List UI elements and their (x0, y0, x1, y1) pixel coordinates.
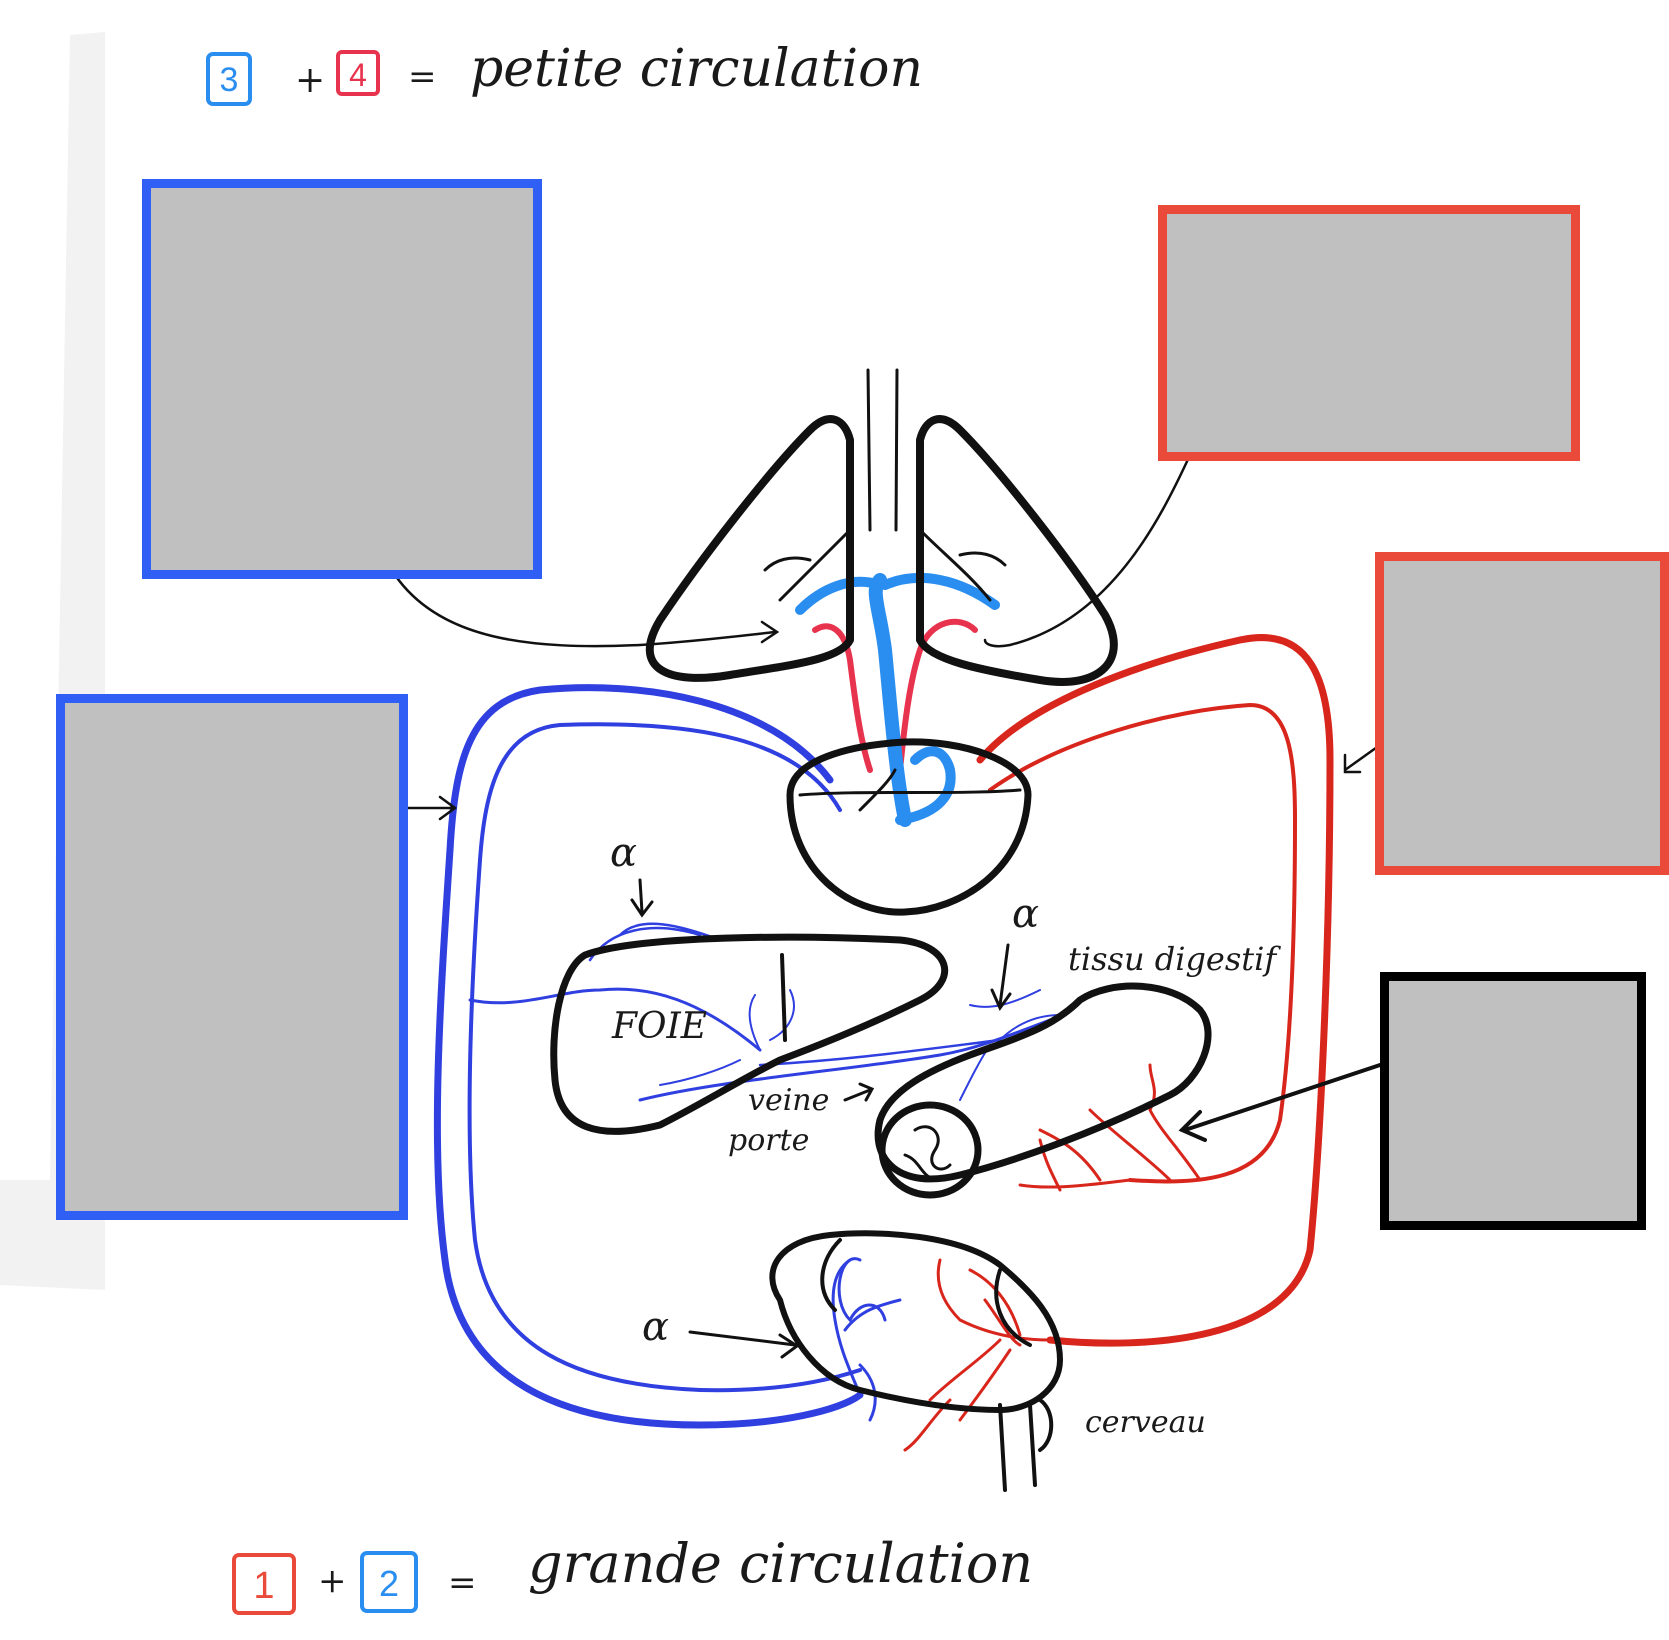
gut-arteries (1018, 1063, 1202, 1192)
brain-cerebellum (820, 1238, 1032, 1347)
legend-bottom-equals: = (448, 1563, 477, 1603)
brain-vein-top (837, 1257, 887, 1323)
trachea (866, 368, 899, 532)
portal-vein-inner (758, 1038, 1002, 1067)
heart (786, 738, 1032, 916)
brain-arteries (903, 1258, 1052, 1452)
digestive-tissue-label: tissu digestif (1068, 940, 1281, 978)
legend-top-equals: = (408, 57, 437, 97)
pointer-lines (393, 453, 1382, 1359)
answer-box-1[interactable] (1375, 552, 1669, 875)
pointer-box-3 (393, 573, 777, 648)
gut-vein-twigs (959, 989, 1061, 1101)
legend-bottom-box-2 (360, 1551, 418, 1613)
answer-box-4[interactable] (1158, 205, 1580, 461)
legend-bottom-plus: + (318, 1561, 347, 1601)
pulmonary-artery-loop (895, 746, 956, 825)
intestine (874, 982, 1212, 1183)
legend-top-num-3: 3 (220, 61, 239, 99)
liver-vein-twigs (659, 989, 795, 1086)
liver-label: FOIE (611, 1006, 707, 1047)
pulmonary-artery-left (795, 576, 885, 615)
pulmonary-artery-right (880, 572, 1000, 610)
liver-lobe-line (780, 953, 787, 1042)
legend-bottom: 1 + 2 = grande circulation (232, 1532, 1033, 1615)
legend-top-plus: + (295, 60, 325, 101)
legend-top-box-4 (336, 50, 380, 96)
pointer-box-2 (403, 795, 458, 821)
legend-bottom-num-2: 2 (379, 1563, 399, 1604)
pointer-box-5 (1178, 1063, 1382, 1142)
alpha-mark-liver: α (610, 830, 637, 876)
legend-bottom-text: grande circulation (528, 1532, 1033, 1595)
brain-stem (998, 1398, 1054, 1492)
legend-top-text: petite circulation (470, 39, 923, 99)
aorta-outer (976, 634, 1334, 1347)
liver-vein-branch (468, 987, 762, 1052)
pointer-portal-vein (843, 1082, 875, 1102)
legend-top: 3 + 4 = petite circulation (206, 39, 923, 106)
legend-bottom-box-1 (232, 1553, 296, 1615)
portal-vein-label-1: veine (748, 1083, 829, 1118)
answer-box-5[interactable] (1380, 972, 1646, 1230)
pulmonary-vein-right (897, 618, 978, 773)
portal-vein-label-2: porte (728, 1123, 809, 1158)
heart-septum (798, 768, 1022, 812)
intestine-folds (903, 1125, 952, 1182)
legend-top-num-4: 4 (349, 57, 367, 93)
portal-vein (638, 1018, 1052, 1102)
systemic-arteries (903, 634, 1334, 1452)
legend-top-box-3 (206, 52, 252, 106)
pulmonary-vessels (795, 572, 1000, 827)
bronchi (763, 528, 1007, 602)
left-lung (645, 415, 854, 682)
handwritten-labels: α α α FOIE tissu digestif veine porte ce… (610, 830, 1281, 1440)
aorta-inner (988, 702, 1298, 1184)
pointer-box-4 (983, 453, 1192, 648)
pointer-alpha-liver (630, 878, 654, 918)
right-lung (916, 415, 1118, 686)
vena-cava-inner (467, 722, 862, 1393)
answer-box-2[interactable] (56, 694, 408, 1220)
pointer-box-3-head (760, 620, 780, 644)
pointer-alpha-gut (990, 943, 1012, 1012)
vena-cava-outer (433, 684, 864, 1429)
legend-bottom-num-1: 1 (253, 1565, 274, 1607)
alpha-mark-gut: α (1012, 891, 1039, 937)
intestine-opening (878, 1101, 982, 1199)
pointer-box-1 (1343, 743, 1382, 774)
liver (550, 933, 949, 1135)
brain (769, 1230, 1063, 1413)
answer-box-3[interactable] (142, 179, 542, 579)
pointer-alpha-brain (688, 1330, 800, 1359)
pulmonary-artery-trunk (868, 573, 912, 827)
alpha-mark-brain: α (642, 1304, 669, 1350)
brain-label: cerveau (1085, 1405, 1206, 1440)
organs (550, 368, 1212, 1492)
